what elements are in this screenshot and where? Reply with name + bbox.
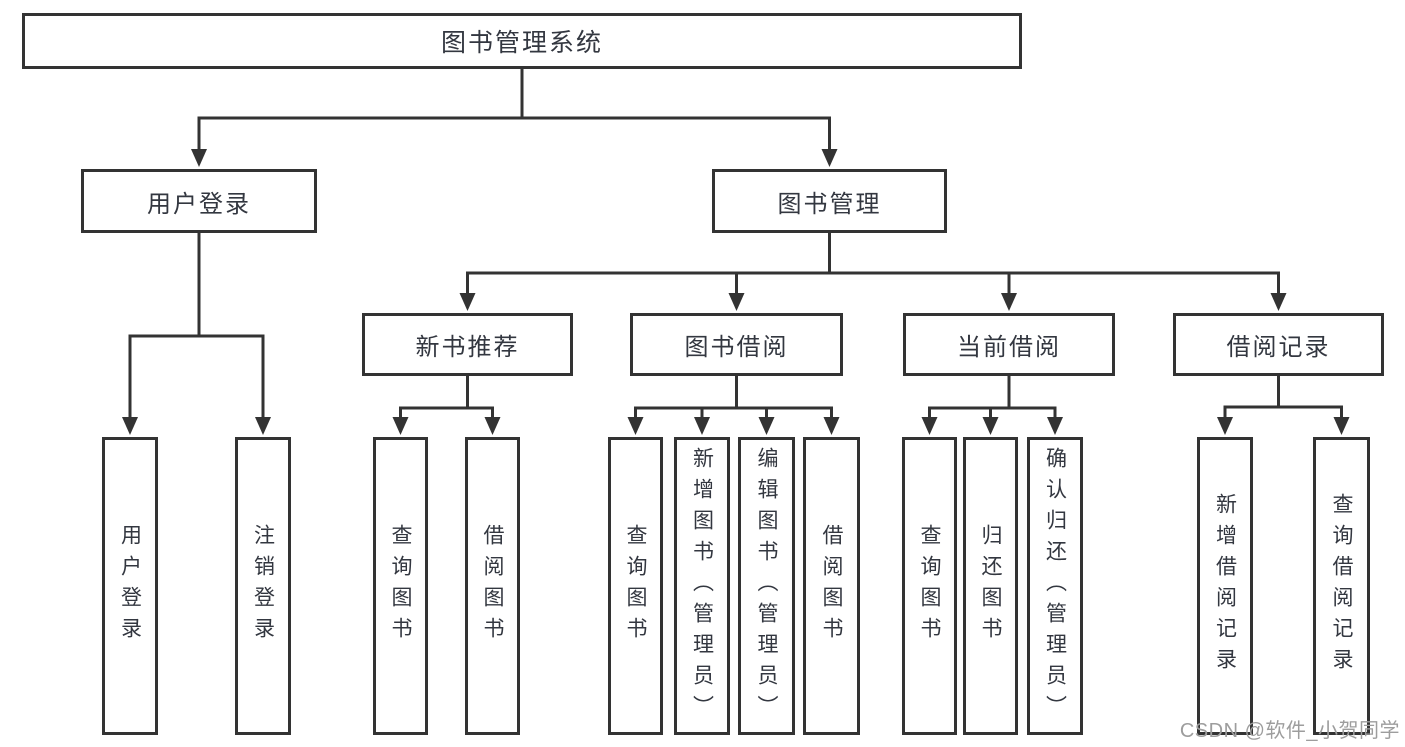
node-label-leaf-query-books-1: 查询图书 <box>389 524 412 648</box>
node-leaf-add-books: 新增图书（管理员） <box>674 437 730 735</box>
node-leaf-borrow-books-1: 借阅图书 <box>465 437 520 735</box>
node-borrow-records: 借阅记录 <box>1173 313 1384 376</box>
node-book-management: 图书管理 <box>712 169 947 233</box>
node-leaf-logout: 注销登录 <box>235 437 291 735</box>
node-current-borrowing: 当前借阅 <box>903 313 1115 376</box>
node-leaf-query-books-2: 查询图书 <box>608 437 663 735</box>
node-user-login: 用户登录 <box>81 169 317 233</box>
node-label-leaf-add-borrow-record: 新增借阅记录 <box>1213 493 1237 679</box>
node-label-user-login: 用户登录 <box>147 190 251 218</box>
node-label-new-book-recommend: 新书推荐 <box>415 334 520 361</box>
node-label-leaf-user-login: 用户登录 <box>118 524 142 648</box>
node-label-leaf-query-books-3: 查询图书 <box>918 524 941 648</box>
node-label-leaf-edit-books: 编辑图书（管理员） <box>755 446 778 726</box>
node-label-leaf-confirm-return: 确认归还（管理员） <box>1043 446 1067 726</box>
node-leaf-query-borrow-record: 查询借阅记录 <box>1313 437 1370 735</box>
node-label-leaf-add-books: 新增图书（管理员） <box>690 446 714 726</box>
node-leaf-add-borrow-record: 新增借阅记录 <box>1197 437 1253 735</box>
watermark-text: CSDN @软件_小贺同学 <box>1179 720 1400 742</box>
node-leaf-query-books-3: 查询图书 <box>902 437 957 735</box>
node-label-current-borrowing: 当前借阅 <box>957 334 1061 361</box>
node-book-borrowing: 图书借阅 <box>630 313 843 376</box>
node-label-borrow-records: 借阅记录 <box>1226 334 1331 361</box>
node-leaf-confirm-return: 确认归还（管理员） <box>1027 437 1083 735</box>
node-leaf-borrow-books-2: 借阅图书 <box>803 437 860 735</box>
node-leaf-return-books: 归还图书 <box>963 437 1018 735</box>
node-label-leaf-query-books-2: 查询图书 <box>624 524 647 648</box>
node-leaf-query-books-1: 查询图书 <box>373 437 428 735</box>
node-new-book-recommend: 新书推荐 <box>362 313 573 376</box>
node-label-leaf-logout: 注销登录 <box>251 524 275 648</box>
node-label-book-management: 图书管理 <box>777 190 882 218</box>
node-leaf-user-login: 用户登录 <box>102 437 158 735</box>
node-leaf-edit-books: 编辑图书（管理员） <box>738 437 795 735</box>
node-root: 图书管理系统 <box>22 13 1022 69</box>
node-label-leaf-query-borrow-record: 查询借阅记录 <box>1330 493 1353 679</box>
node-label-leaf-borrow-books-1: 借阅图书 <box>481 524 504 648</box>
node-label-book-borrowing: 图书借阅 <box>684 334 789 361</box>
node-label-root: 图书管理系统 <box>440 29 603 57</box>
node-label-leaf-return-books: 归还图书 <box>979 524 1002 648</box>
node-label-leaf-borrow-books-2: 借阅图书 <box>820 524 843 648</box>
